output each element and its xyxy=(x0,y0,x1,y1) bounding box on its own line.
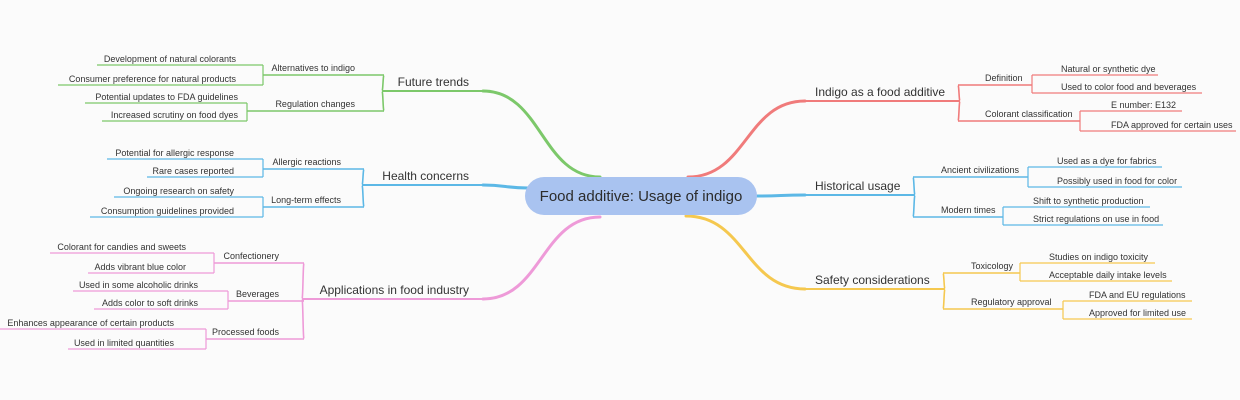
leaf-adds-vibrant-blue-color[interactable]: Adds vibrant blue color xyxy=(94,262,186,272)
subtopic-colorant-classification[interactable]: Colorant classification xyxy=(985,109,1073,119)
branch-historical-usage: Historical usage Ancient civilizations Use… xyxy=(755,156,1182,226)
subtopic-connector xyxy=(361,184,365,208)
leaf-potential-for-allergic-response[interactable]: Potential for allergic response xyxy=(115,148,234,158)
topic-future-trends[interactable]: Future trends xyxy=(398,75,469,89)
central-topic[interactable]: Food additive: Usage of indigo xyxy=(525,177,757,215)
branch-future-trends: Future trends Alternatives to indigo Devel… xyxy=(58,54,602,179)
branch-connector xyxy=(755,193,807,198)
subtopic-modern-times[interactable]: Modern times xyxy=(941,205,996,215)
branch-connector xyxy=(684,214,807,291)
leaf-acceptable-daily-intake-levels[interactable]: Acceptable daily intake levels xyxy=(1049,270,1167,280)
branch-connector xyxy=(481,89,602,179)
subtopic-connector xyxy=(301,262,305,300)
leaf-consumption-guidelines-provided[interactable]: Consumption guidelines provided xyxy=(101,206,234,216)
leaf-studies-on-indigo-toxicity[interactable]: Studies on indigo toxicity xyxy=(1049,252,1149,262)
leaf-used-in-some-alcoholic-drinks[interactable]: Used in some alcoholic drinks xyxy=(79,280,199,290)
leaf-used-in-limited-quantities[interactable]: Used in limited quantities xyxy=(74,338,175,348)
leaf-fda-approved-for-certain-uses[interactable]: FDA approved for certain uses xyxy=(1111,120,1233,130)
subtopic-connector xyxy=(957,100,961,122)
leaf-e-number-e132[interactable]: E number: E132 xyxy=(1111,100,1176,110)
leaf-development-of-natural-colorants[interactable]: Development of natural colorants xyxy=(104,54,237,64)
subtopic-connector xyxy=(942,272,946,290)
subtopic-alternatives-to-indigo[interactable]: Alternatives to indigo xyxy=(271,63,355,73)
subtopic-regulatory-approval[interactable]: Regulatory approval xyxy=(971,297,1052,307)
subtopic-processed-foods[interactable]: Processed foods xyxy=(212,327,280,337)
leaf-possibly-used-in-food-for-color[interactable]: Possibly used in food for color xyxy=(1057,176,1177,186)
subtopic-toxicology[interactable]: Toxicology xyxy=(971,261,1014,271)
branch-connector xyxy=(481,183,530,190)
subtopic-connector xyxy=(381,74,385,92)
topic-indigo-as-a-food-additive[interactable]: Indigo as a food additive xyxy=(815,85,945,99)
subtopic-connector xyxy=(301,298,305,340)
leaf-potential-updates-to-fda-guidelines[interactable]: Potential updates to FDA guidelines xyxy=(95,92,238,102)
leaf-fda-and-eu-regulations[interactable]: FDA and EU regulations xyxy=(1089,290,1186,300)
branch-applications-in-food-industry: Applications in food industry Confectione… xyxy=(0,215,602,350)
leaf-ongoing-research-on-safety[interactable]: Ongoing research on safety xyxy=(123,186,234,196)
leaf-adds-color-to-soft-drinks[interactable]: Adds color to soft drinks xyxy=(102,298,199,308)
leaf-shift-to-synthetic-production[interactable]: Shift to synthetic production xyxy=(1033,196,1144,206)
topic-historical-usage[interactable]: Historical usage xyxy=(815,179,901,193)
branch-safety-considerations: Safety considerations Toxicology Studies o… xyxy=(684,214,1192,320)
subtopic-connector xyxy=(361,168,365,186)
subtopic-regulation-changes[interactable]: Regulation changes xyxy=(275,99,355,109)
leaf-natural-or-synthetic-dye[interactable]: Natural or synthetic dye xyxy=(1061,64,1156,74)
leaf-rare-cases-reported[interactable]: Rare cases reported xyxy=(152,166,234,176)
leaf-used-as-a-dye-for-fabrics[interactable]: Used as a dye for fabrics xyxy=(1057,156,1157,166)
branch-connector xyxy=(686,99,807,179)
subtopic-long-term-effects[interactable]: Long-term effects xyxy=(271,195,341,205)
branch-connector xyxy=(481,215,602,301)
leaf-colorant-for-candies-and-sweets[interactable]: Colorant for candies and sweets xyxy=(57,242,186,252)
subtopic-connector xyxy=(942,288,946,310)
subtopic-definition[interactable]: Definition xyxy=(985,73,1023,83)
leaf-consumer-preference-for-natural-products[interactable]: Consumer preference for natural products xyxy=(69,74,237,84)
leaf-approved-for-limited-use[interactable]: Approved for limited use xyxy=(1089,308,1186,318)
subtopic-connector xyxy=(957,84,961,102)
subtopic-connector xyxy=(381,90,385,112)
leaf-strict-regulations-on-use-in-food[interactable]: Strict regulations on use in food xyxy=(1033,214,1159,224)
leaf-increased-scrutiny-on-food-dyes[interactable]: Increased scrutiny on food dyes xyxy=(111,110,239,120)
subtopic-connector xyxy=(912,176,916,196)
leaf-used-to-color-food-and-beverages[interactable]: Used to color food and beverages xyxy=(1061,82,1197,92)
branch-indigo-as-a-food-additive: Indigo as a food additive Definition Natur… xyxy=(686,64,1236,179)
branch-health-concerns: Health concerns Allergic reactions Potenti… xyxy=(90,148,530,218)
subtopic-allergic-reactions[interactable]: Allergic reactions xyxy=(272,157,341,167)
leaf-enhances-appearance-of-certain-products[interactable]: Enhances appearance of certain products xyxy=(7,318,174,328)
subtopic-beverages[interactable]: Beverages xyxy=(236,289,280,299)
topic-safety-considerations[interactable]: Safety considerations xyxy=(815,273,930,287)
topic-applications-in-food-industry[interactable]: Applications in food industry xyxy=(320,283,469,297)
subtopic-ancient-civilizations[interactable]: Ancient civilizations xyxy=(941,165,1020,175)
subtopic-connector xyxy=(912,194,916,218)
topic-health-concerns[interactable]: Health concerns xyxy=(382,169,469,183)
subtopic-confectionery[interactable]: Confectionery xyxy=(223,251,279,261)
